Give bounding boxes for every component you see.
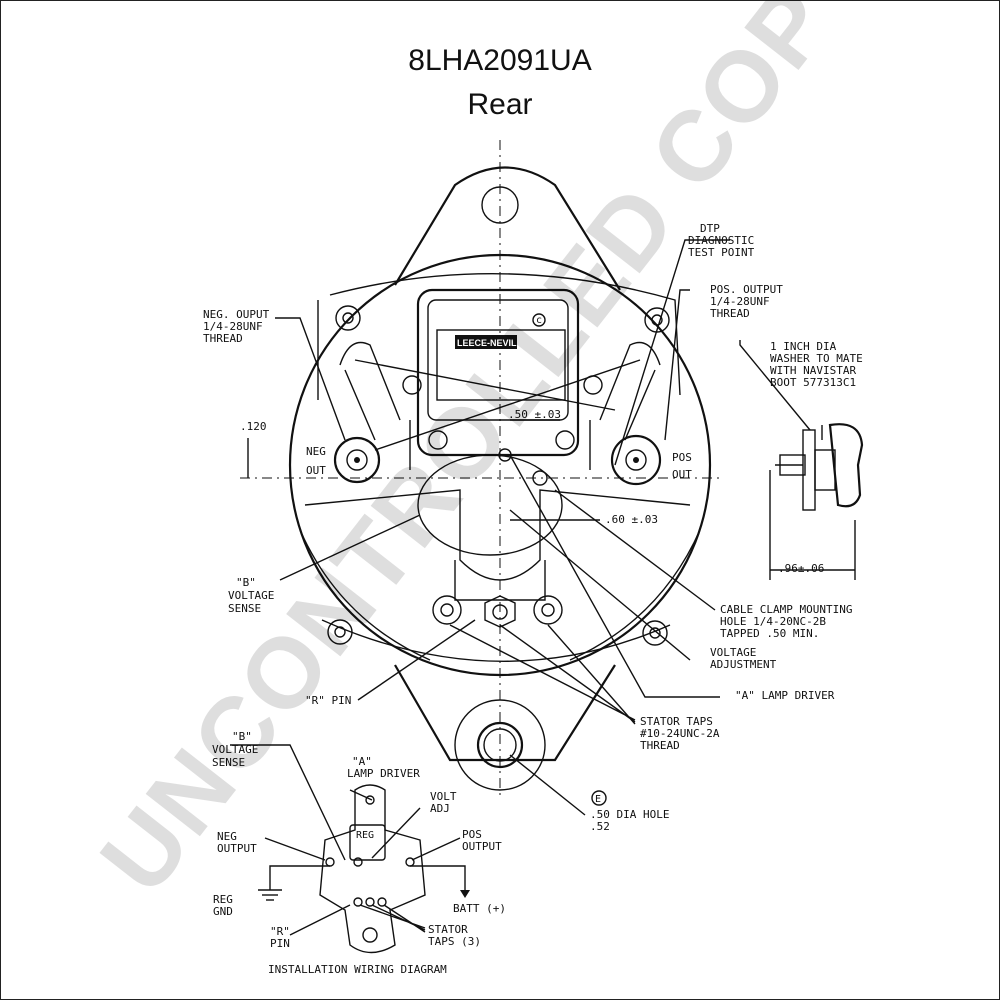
cable-clamp-label: CABLE CLAMP MOUNTING HOLE 1/4-20NC-2B TA… [720, 603, 859, 640]
e-marker [591, 790, 607, 806]
stator-taps-label: STATOR TAPS #10-24UNC-2A THREAD [640, 715, 726, 752]
wiring-volt-adj-label: VOLT ADJ [430, 790, 463, 815]
wiring-r-pin-label: "R" PIN [270, 925, 297, 950]
copyright-mark [532, 313, 546, 327]
neg-out-label: NEG OUT [306, 445, 333, 477]
r-pin-label: "R" PIN [305, 694, 351, 707]
pos-out-label: POS OUT [672, 451, 699, 481]
neg-output-label: NEG. OUPUT 1/4-28UNF THREAD [203, 308, 276, 345]
wiring-pos-output-label: POS OUTPUT [462, 828, 502, 853]
bottom-mount-hole [454, 699, 546, 791]
view-subtitle: Rear [467, 88, 533, 121]
wiring-diagram-caption: INSTALLATION WIRING DIAGRAM [268, 963, 447, 976]
hole-label: .50 DIA HOLE .52 [590, 808, 676, 833]
mounting-holes [327, 186, 670, 646]
dim-120: .120 [240, 420, 267, 433]
page-title: 8LHA2091UA [408, 44, 592, 77]
dim-60: .60 ±.03 [605, 513, 658, 526]
uncontrolled-copy-watermark: UNCONTROLLED COPY [79, 0, 896, 914]
pos-output-label: POS. OUTPUT 1/4-28UNF THREAD [710, 283, 789, 320]
dim-50: .50 ±.03 [508, 408, 561, 421]
side-view-terminal [769, 423, 864, 580]
wiring-neg-output-label: NEG OUTPUT [217, 830, 257, 855]
a-lamp-driver-label: "A" LAMP DRIVER [735, 689, 835, 702]
wiring-batt-label: BATT (+) [453, 902, 506, 915]
wiring-reg-label: REG [356, 830, 374, 841]
voltage-adjustment-label: VOLTAGE ADJUSTMENT [710, 646, 777, 671]
diag-test-label: DTP DIAGNOSTIC TEST POINT [688, 222, 761, 259]
pos-output-terminal [610, 434, 662, 486]
wiring-stator-taps-label: STATOR TAPS (3) [428, 923, 481, 948]
dim-96: .96±.06 [778, 562, 824, 575]
installation-wiring-diagram [230, 744, 470, 954]
wiring-reg-gnd-label: REG GND [213, 893, 240, 918]
wiring-b-sense-label: "B" VOLTAGE SENSE [212, 730, 265, 769]
wiring-a-lamp-label: "A" LAMP DRIVER [347, 755, 420, 780]
b-voltage-sense-label: "B" VOLTAGE SENSE [228, 576, 281, 615]
leece-neville-logo [455, 335, 517, 349]
logo-text: LEECE-NEVILLE [457, 338, 528, 348]
copyright-glyph: c [536, 315, 542, 326]
washer-label: 1 INCH DIA WASHER TO MATE WITH NAVISTAR … [770, 340, 869, 389]
e-marker-text: E [595, 794, 601, 805]
leader-lines [247, 239, 855, 816]
neg-output-terminal [333, 436, 381, 484]
